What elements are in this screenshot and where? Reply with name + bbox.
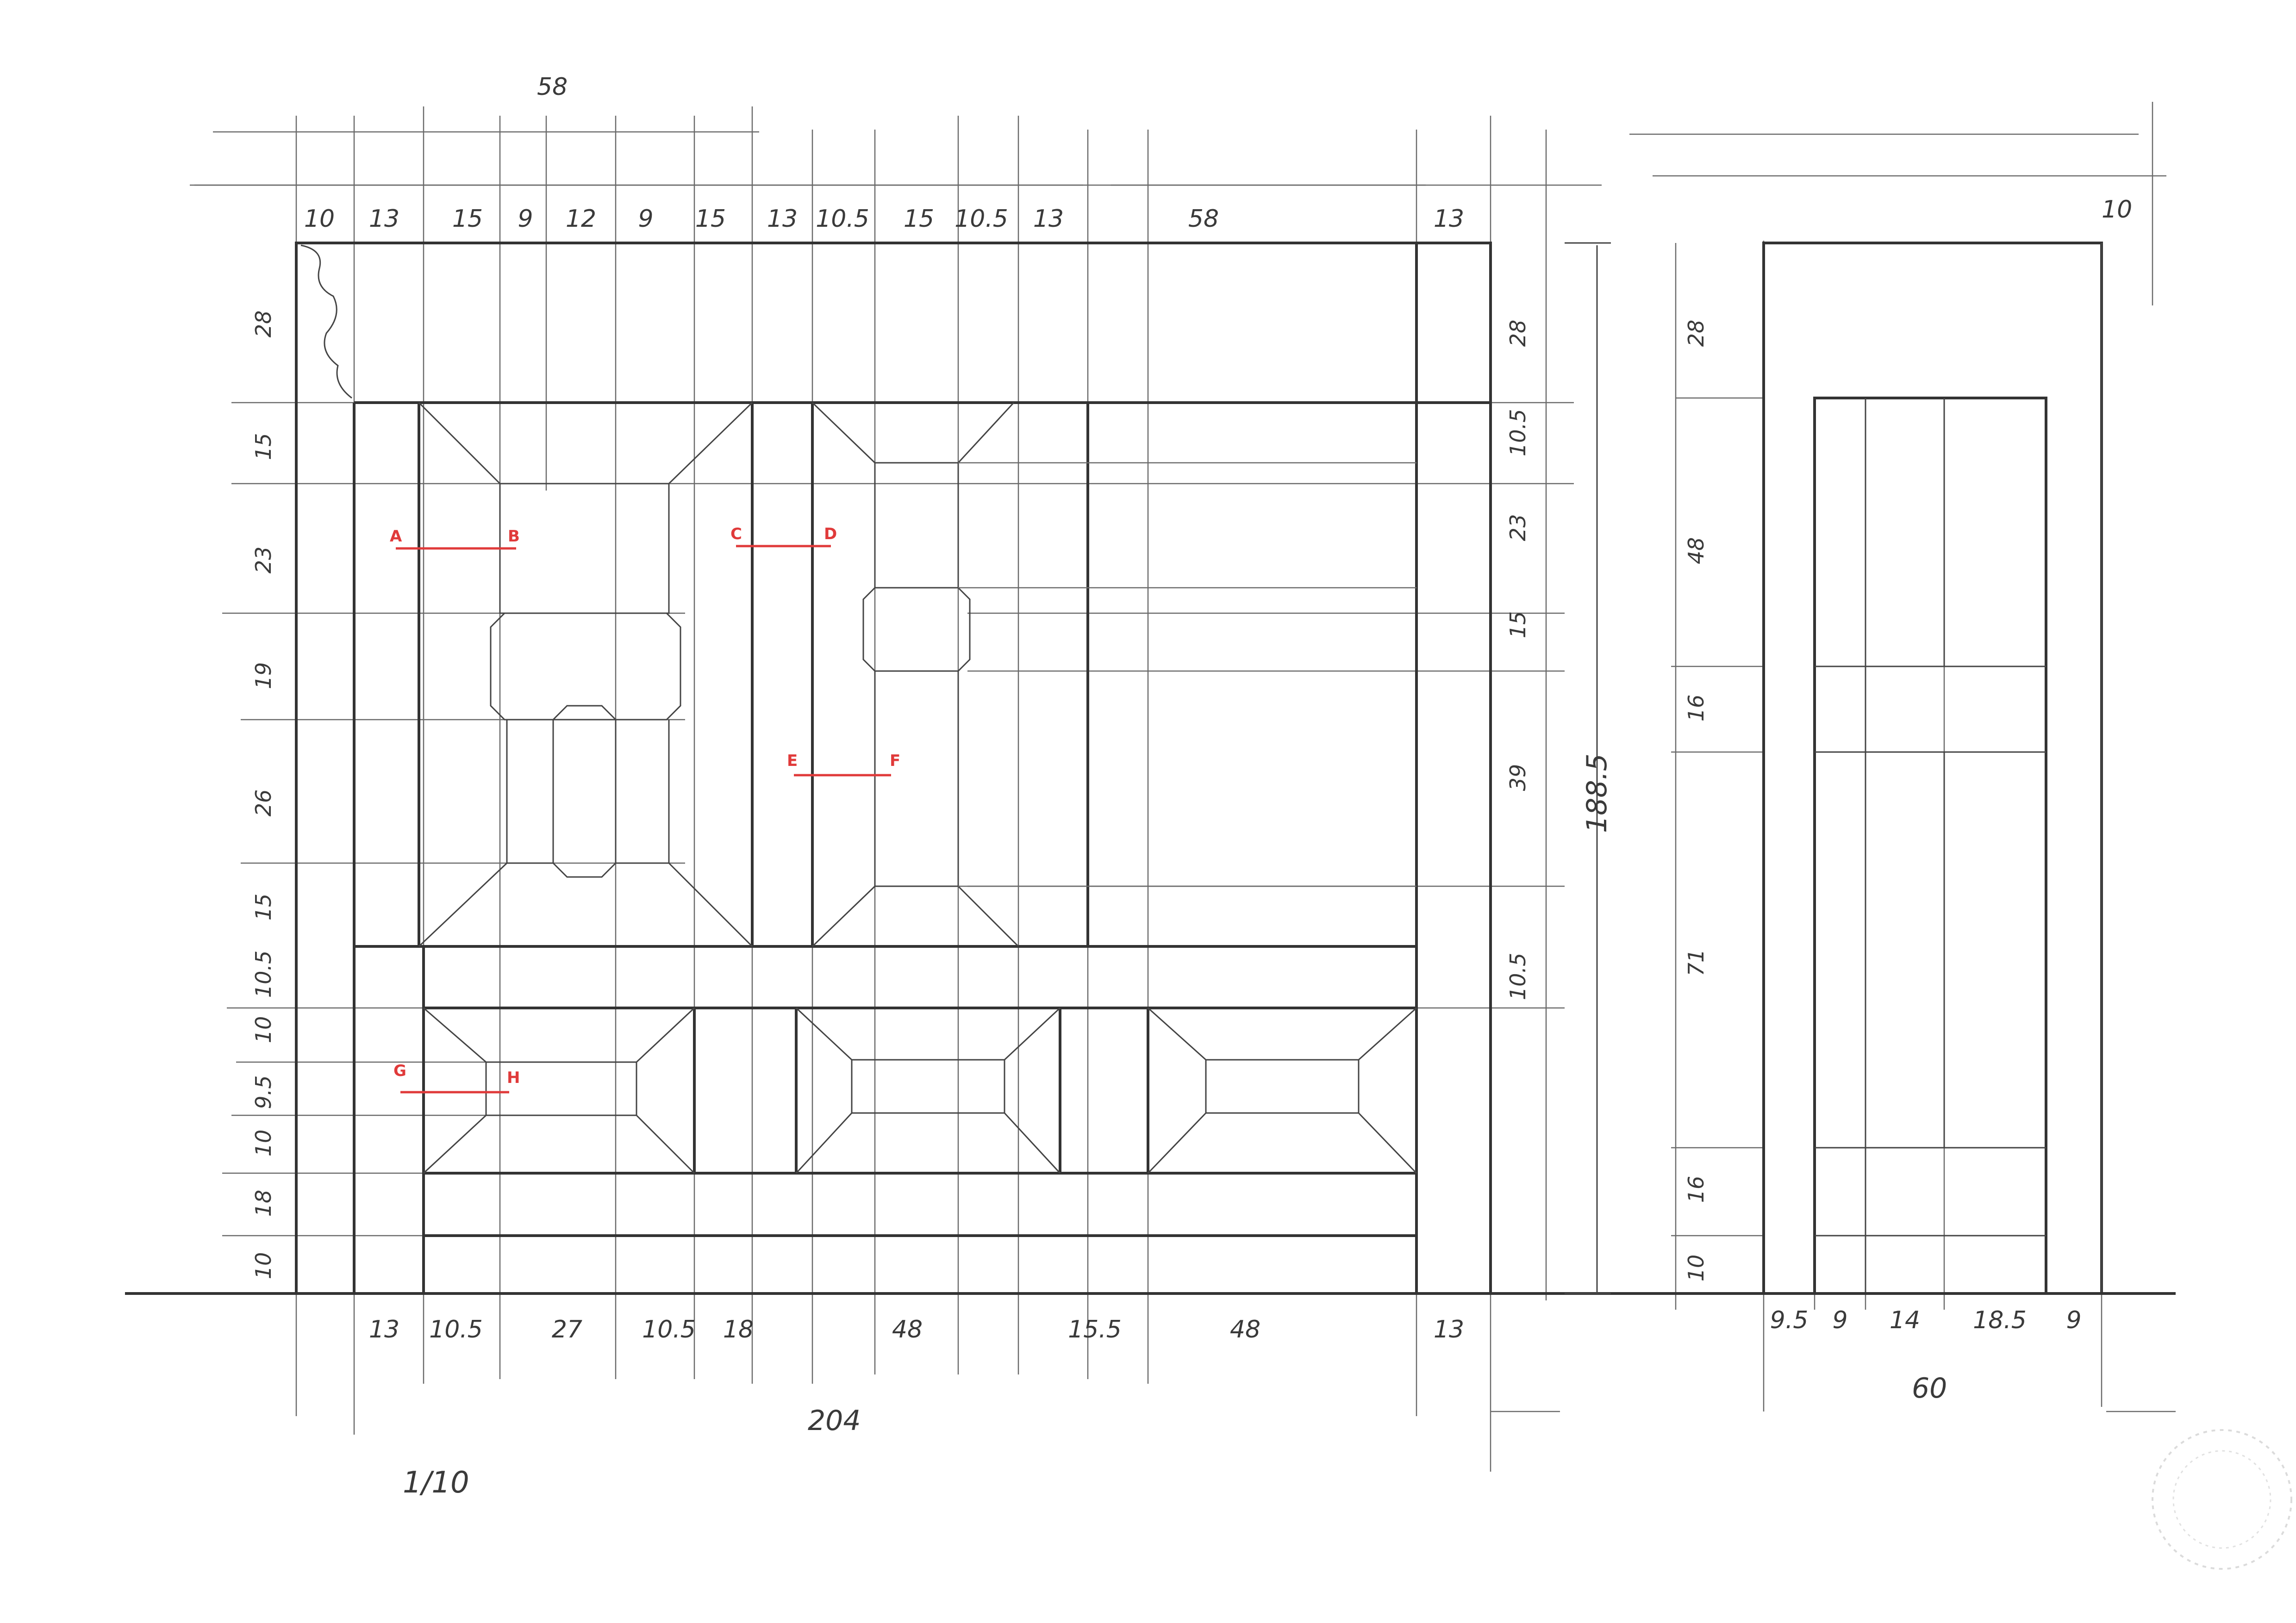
left-dimension-label: 9.5 [251, 1075, 276, 1109]
middle-dimension-label: 23 [1505, 514, 1530, 541]
bottom-dimension-label: 27 [552, 1316, 582, 1343]
top-dimension-label: 10.5 [955, 205, 1008, 233]
bottom-dimension-label: 13 [369, 1316, 399, 1343]
side-total-dimension: 60 [1912, 1372, 1947, 1405]
left-dimension-label: 10 [251, 1130, 276, 1157]
top-dimension-label: 10.5 [816, 205, 869, 233]
top-dimension-row: 10 13 15 9 12 9 15 13 10.5 15 10.5 13 58 13 [304, 205, 1464, 233]
side-dimension-label: 48 [1684, 537, 1709, 565]
construction-lines [190, 102, 2176, 1472]
middle-right-dimension-column: 28 10.5 23 15 39 10.5 [1505, 320, 1530, 1000]
left-dimension-label: 18 [251, 1190, 276, 1217]
left-dimension-label: 10.5 [251, 951, 276, 998]
side-left-dimension-column: 28 48 16 71 16 10 [1684, 320, 1709, 1282]
side-elevation [1762, 242, 2103, 1295]
section-marker-g-h: G H [393, 1062, 520, 1094]
bottom-dimension-label: 15.5 [1068, 1316, 1122, 1343]
left-dimension-label: 23 [251, 547, 276, 574]
side-bottom-dimension-label: 14 [1890, 1306, 1920, 1334]
marker-label-to: D [824, 525, 837, 543]
side-bottom-dimension-label: 9 [1832, 1306, 1847, 1334]
marker-label-from: E [787, 752, 798, 770]
drawing-scale: 1/10 [403, 1466, 469, 1500]
bottom-dimension-label: 10.5 [429, 1316, 483, 1343]
left-dimension-column: 28 15 23 19 26 15 10.5 10 9.5 10 18 10 [251, 311, 276, 1280]
side-bottom-dimension-row: 9.5 9 14 18.5 9 [1770, 1306, 2082, 1334]
top-overall-dimension: 58 [537, 73, 568, 101]
middle-dimension-label: 28 [1505, 320, 1530, 347]
faint-stamp [2152, 1429, 2292, 1570]
top-dimension-label: 15 [452, 205, 483, 233]
side-dimension-label: 16 [1684, 695, 1709, 722]
bottom-dimension-label: 13 [1434, 1316, 1464, 1343]
overall-height-dimension: 188.5 [1581, 753, 1613, 833]
bottom-dimension-row: 13 10.5 27 10.5 18 48 15.5 48 13 [369, 1316, 1464, 1343]
top-dimension-label: 13 [767, 205, 798, 233]
bottom-dimension-label: 48 [892, 1316, 923, 1343]
top-dimension-label: 9 [638, 205, 653, 233]
top-dimension-label: 15 [904, 205, 934, 233]
side-dimension-label: 71 [1684, 949, 1709, 976]
section-marker-e-f: E F [787, 752, 900, 777]
bottom-total-dimension: 204 [808, 1405, 861, 1437]
left-dimension-label: 28 [251, 311, 276, 338]
middle-dimension-label: 10.5 [1505, 409, 1530, 456]
left-dimension-label: 10 [251, 1016, 276, 1044]
left-dimension-label: 15 [251, 894, 276, 921]
middle-dimension-label: 15 [1505, 611, 1530, 639]
side-bottom-dimension-label: 9.5 [1770, 1306, 1809, 1334]
section-marker-c-d: C D [730, 525, 837, 547]
top-dimension-label: 58 [1188, 205, 1219, 233]
top-dimension-label: 12 [566, 205, 596, 233]
left-dimension-label: 15 [251, 433, 276, 460]
side-top-dimension: 10 [2102, 196, 2132, 224]
side-dimension-label: 16 [1684, 1176, 1709, 1203]
marker-label-from: A [390, 527, 402, 546]
side-dimension-label: 28 [1684, 320, 1709, 347]
top-dimension-label: 15 [695, 205, 726, 233]
marker-label-from: C [730, 525, 742, 543]
marker-label-to: B [508, 527, 520, 546]
marker-label-to: H [507, 1069, 520, 1087]
left-dimension-label: 26 [251, 790, 276, 817]
side-bottom-dimension-label: 9 [2066, 1306, 2081, 1334]
marker-label-to: F [890, 752, 900, 770]
top-dimension-label: 10 [304, 205, 335, 233]
side-dimension-label: 10 [1684, 1255, 1709, 1282]
top-dimension-label: 13 [1434, 205, 1464, 233]
top-dimension-label: 9 [518, 205, 533, 233]
top-dimension-label: 13 [369, 205, 399, 233]
side-bottom-dimension-label: 18.5 [1973, 1306, 2027, 1334]
section-marker-a-b: A B [390, 527, 520, 550]
middle-dimension-label: 39 [1505, 764, 1530, 791]
marker-label-from: G [393, 1062, 406, 1080]
bottom-dimension-label: 10.5 [642, 1316, 696, 1343]
bottom-dimension-label: 48 [1230, 1316, 1260, 1343]
front-elevation [295, 242, 1492, 1295]
middle-dimension-label: 10.5 [1505, 953, 1530, 1000]
left-dimension-label: 19 [251, 662, 276, 690]
bottom-dimension-label: 18 [723, 1316, 754, 1343]
left-dimension-label: 10 [251, 1252, 276, 1280]
top-dimension-label: 13 [1033, 205, 1064, 233]
